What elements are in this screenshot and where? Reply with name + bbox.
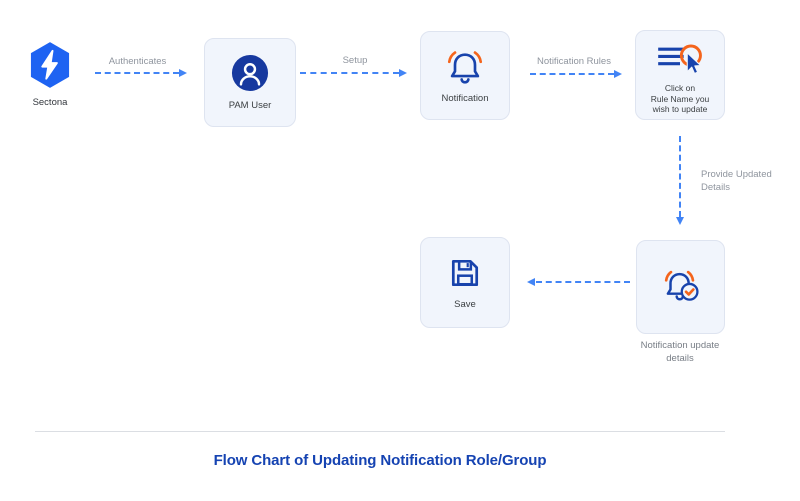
node-label-pam-user: PAM User — [228, 100, 272, 111]
node-label-save: Save — [454, 299, 476, 310]
arrow-head-provide-details — [676, 217, 684, 225]
arrow-line-notification-rules — [530, 73, 614, 75]
node-notification: Notification — [420, 31, 510, 120]
user-avatar-icon — [231, 54, 269, 92]
caption-update-details: Notification update details — [640, 340, 720, 364]
arrow-label-authenticates: Authenticates — [108, 56, 167, 67]
page-title: Flow Chart of Updating Notification Role… — [213, 452, 547, 469]
arrow-line-authenticates — [95, 72, 179, 74]
arrow-label-notification-rules: Notification Rules — [537, 56, 611, 67]
node-update-details — [636, 240, 725, 334]
sectona-logo-icon — [30, 42, 70, 88]
node-label-notification: Notification — [441, 92, 489, 104]
node-pam-user: PAM User — [204, 38, 296, 127]
divider-line — [35, 431, 725, 432]
arrow-head-notification-rules — [614, 70, 622, 78]
arrow-head-authenticates — [179, 69, 187, 77]
arrow-label-provide-details: Provide Updated Details — [701, 169, 772, 193]
sectona-label: Sectona — [32, 97, 68, 108]
arrow-line-setup — [300, 72, 399, 74]
floppy-disk-icon — [451, 259, 479, 287]
arrow-line-provide-details — [679, 136, 681, 217]
bell-ringing-icon — [447, 50, 483, 84]
node-save: Save — [420, 237, 510, 328]
bell-with-check-icon — [664, 270, 699, 301]
list-with-click-cursor-icon — [658, 44, 702, 74]
arrow-head-save — [527, 278, 535, 286]
arrow-line-save — [536, 281, 630, 283]
arrow-head-setup — [399, 69, 407, 77]
node-label-click-rule: Click on Rule Name you wish to update — [650, 83, 710, 114]
node-click-rule: Click on Rule Name you wish to update — [635, 30, 725, 120]
arrow-label-setup: Setup — [342, 55, 368, 66]
